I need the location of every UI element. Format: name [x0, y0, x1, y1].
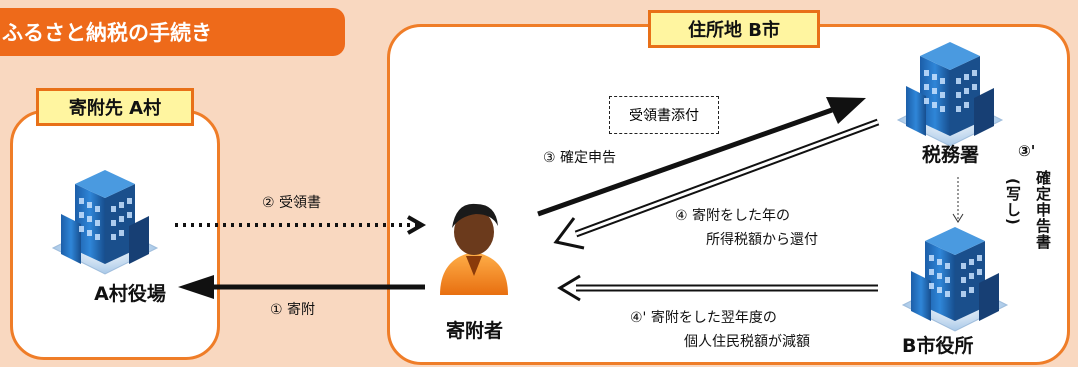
tax-office-label: 税務署 [922, 144, 980, 166]
reduction-label-line2: 個人住民税額が減額 [684, 334, 810, 350]
panel-donation-target [10, 110, 220, 360]
copy-note: (写し) [1004, 178, 1022, 226]
reduction-label-line1: ④' 寄附をした翌年度の [630, 310, 777, 326]
village-office-label: A村役場 [94, 283, 166, 305]
donation-label: ① 寄附 [270, 302, 316, 318]
panel-label-donation-target: 寄附先 A村 [36, 88, 194, 126]
refund-arrow [553, 118, 880, 250]
donation-arrow [178, 275, 425, 299]
panel-label-residence: 住所地 B市 [648, 10, 820, 48]
donor-label: 寄附者 [446, 320, 504, 342]
copy-text: 確定申告書 [1034, 170, 1052, 250]
page-title: ふるさと納税の手続き [0, 8, 345, 56]
donor-person-icon [440, 203, 508, 295]
receipt-label: ② 受領書 [262, 195, 322, 211]
city-office-building-icon [902, 226, 1008, 332]
receipt-attached-box: 受領書添付 [609, 96, 719, 134]
refund-label-line2: 所得税額から還付 [706, 232, 818, 248]
city-office-label: B市役所 [902, 335, 974, 357]
receipt-arrow [175, 215, 427, 235]
copy-mark: ③' [1018, 142, 1036, 160]
copy-arrow [952, 177, 964, 223]
village-office-building-icon [52, 169, 158, 275]
tax-return-arrow [537, 97, 866, 217]
tax-office-building-icon [897, 41, 1003, 147]
refund-label-line1: ④ 寄附をした年の [675, 208, 791, 224]
tax-return-label: ③ 確定申告 [543, 150, 617, 166]
reduction-arrow [557, 274, 878, 302]
